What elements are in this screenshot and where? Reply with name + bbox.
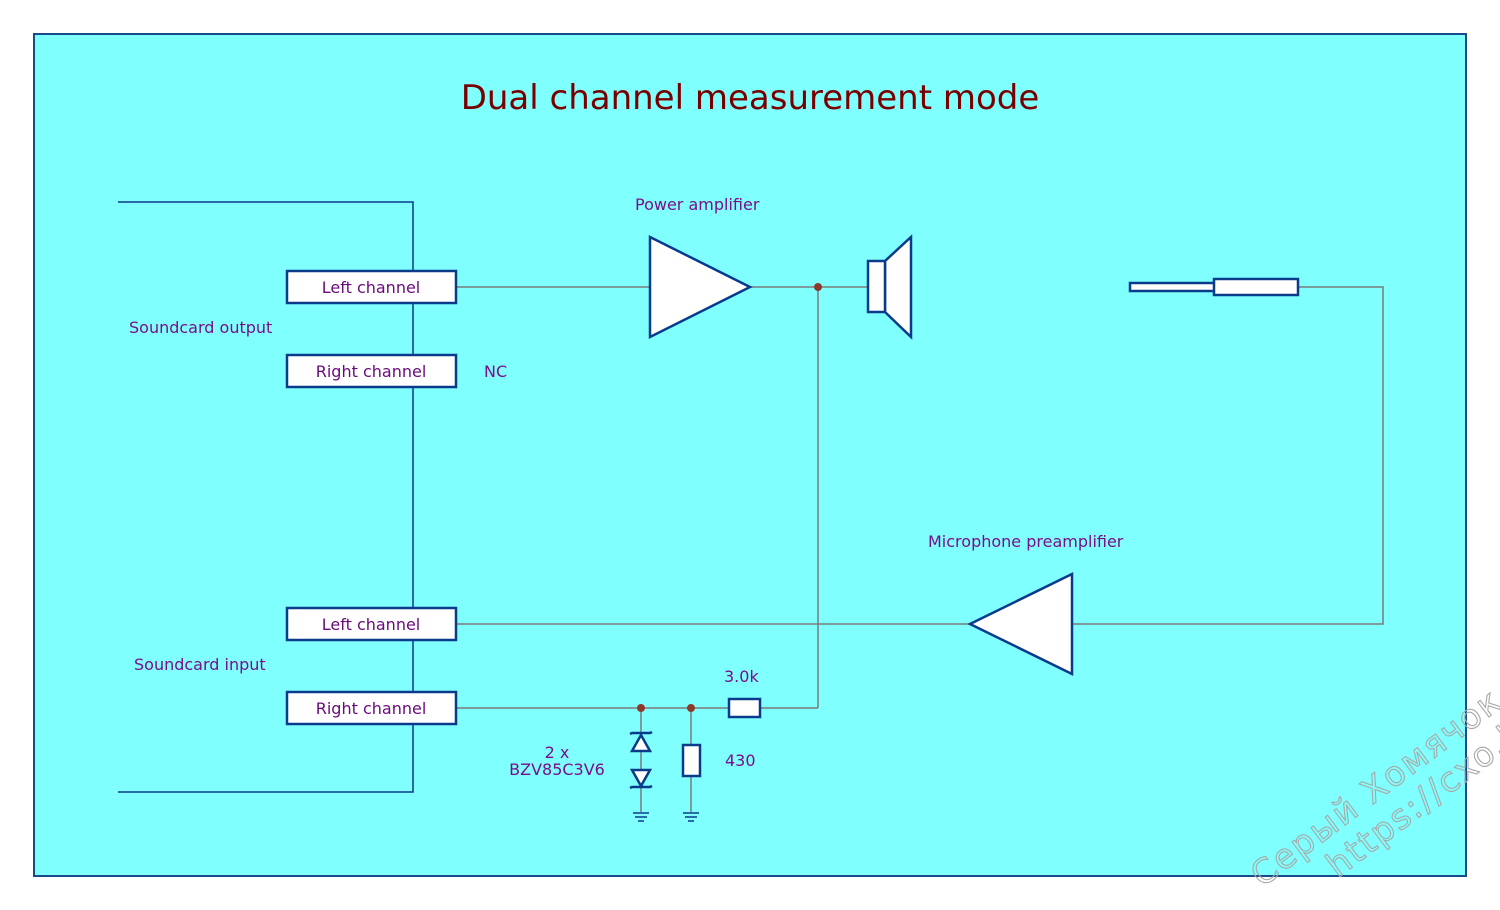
- soundcard-input-label: Soundcard input: [134, 655, 266, 674]
- zener-count-label: 2 x: [545, 743, 570, 762]
- resistor-shunt-430: [681, 743, 702, 778]
- input-left-channel-label: Left channel: [322, 615, 421, 634]
- input-right-channel-box: [285, 690, 458, 726]
- microphone-preamplifier-label: Microphone preamplifier: [928, 532, 1124, 551]
- output-left-channel-box: [285, 269, 458, 305]
- soundcard-output-label: Soundcard output: [129, 318, 272, 337]
- diagram-title: Dual channel measurement mode: [461, 78, 1040, 118]
- resistor-series-3k: [727, 697, 762, 719]
- nc-label: NC: [484, 362, 507, 381]
- resistor-series-label: 3.0k: [724, 667, 759, 686]
- speaker-icon: [866, 234, 913, 340]
- ground-icons: [633, 812, 699, 822]
- output-right-channel-label: Right channel: [316, 362, 427, 381]
- wire-mic-to-preamp: [1072, 286, 1384, 625]
- diagram-panel: [33, 33, 1467, 877]
- zener-diodes-icon: [629, 730, 653, 790]
- wires: [456, 286, 1384, 812]
- microphone-preamplifier-symbol: [967, 571, 1074, 677]
- resistor-shunt-label: 430: [725, 751, 756, 770]
- zener-part-label: BZV85C3V6: [509, 760, 605, 779]
- channel-boxes: [285, 269, 458, 726]
- microphone-icon: [1128, 277, 1300, 297]
- soundcard-bracket: [118, 201, 414, 793]
- junction-nodes: [637, 283, 822, 712]
- power-amplifier-label: Power amplifier: [635, 195, 760, 214]
- output-right-channel-box: [285, 353, 458, 389]
- output-left-channel-label: Left channel: [322, 278, 421, 297]
- input-left-channel-box: [285, 606, 458, 642]
- power-amplifier-symbol: [648, 234, 753, 340]
- input-right-channel-label: Right channel: [316, 699, 427, 718]
